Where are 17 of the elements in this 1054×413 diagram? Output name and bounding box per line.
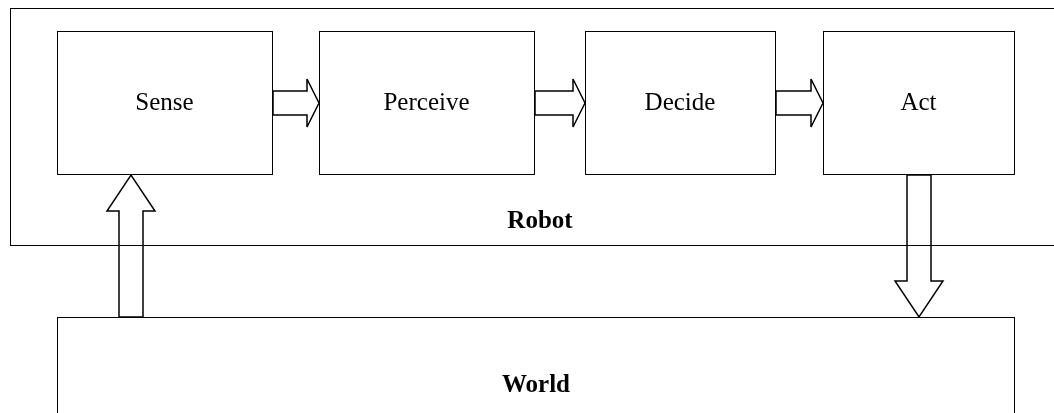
block-arrow (534, 78, 586, 128)
container-box (10, 8, 1054, 246)
step-label: Sense (134, 86, 195, 117)
block-arrow (893, 174, 945, 319)
process-box (56, 30, 273, 175)
step-label: Perceive (382, 86, 471, 117)
block-arrow (272, 78, 320, 128)
step-label: Decide (643, 86, 717, 117)
process-box (318, 30, 535, 175)
environment-box (57, 317, 1015, 413)
block-arrow (105, 173, 157, 318)
process-box (822, 30, 1015, 175)
process-box (584, 30, 776, 175)
step-label: Act (899, 86, 938, 117)
block-arrow (775, 78, 824, 128)
group-label: World (500, 369, 572, 399)
group-label: Robot (506, 205, 574, 235)
